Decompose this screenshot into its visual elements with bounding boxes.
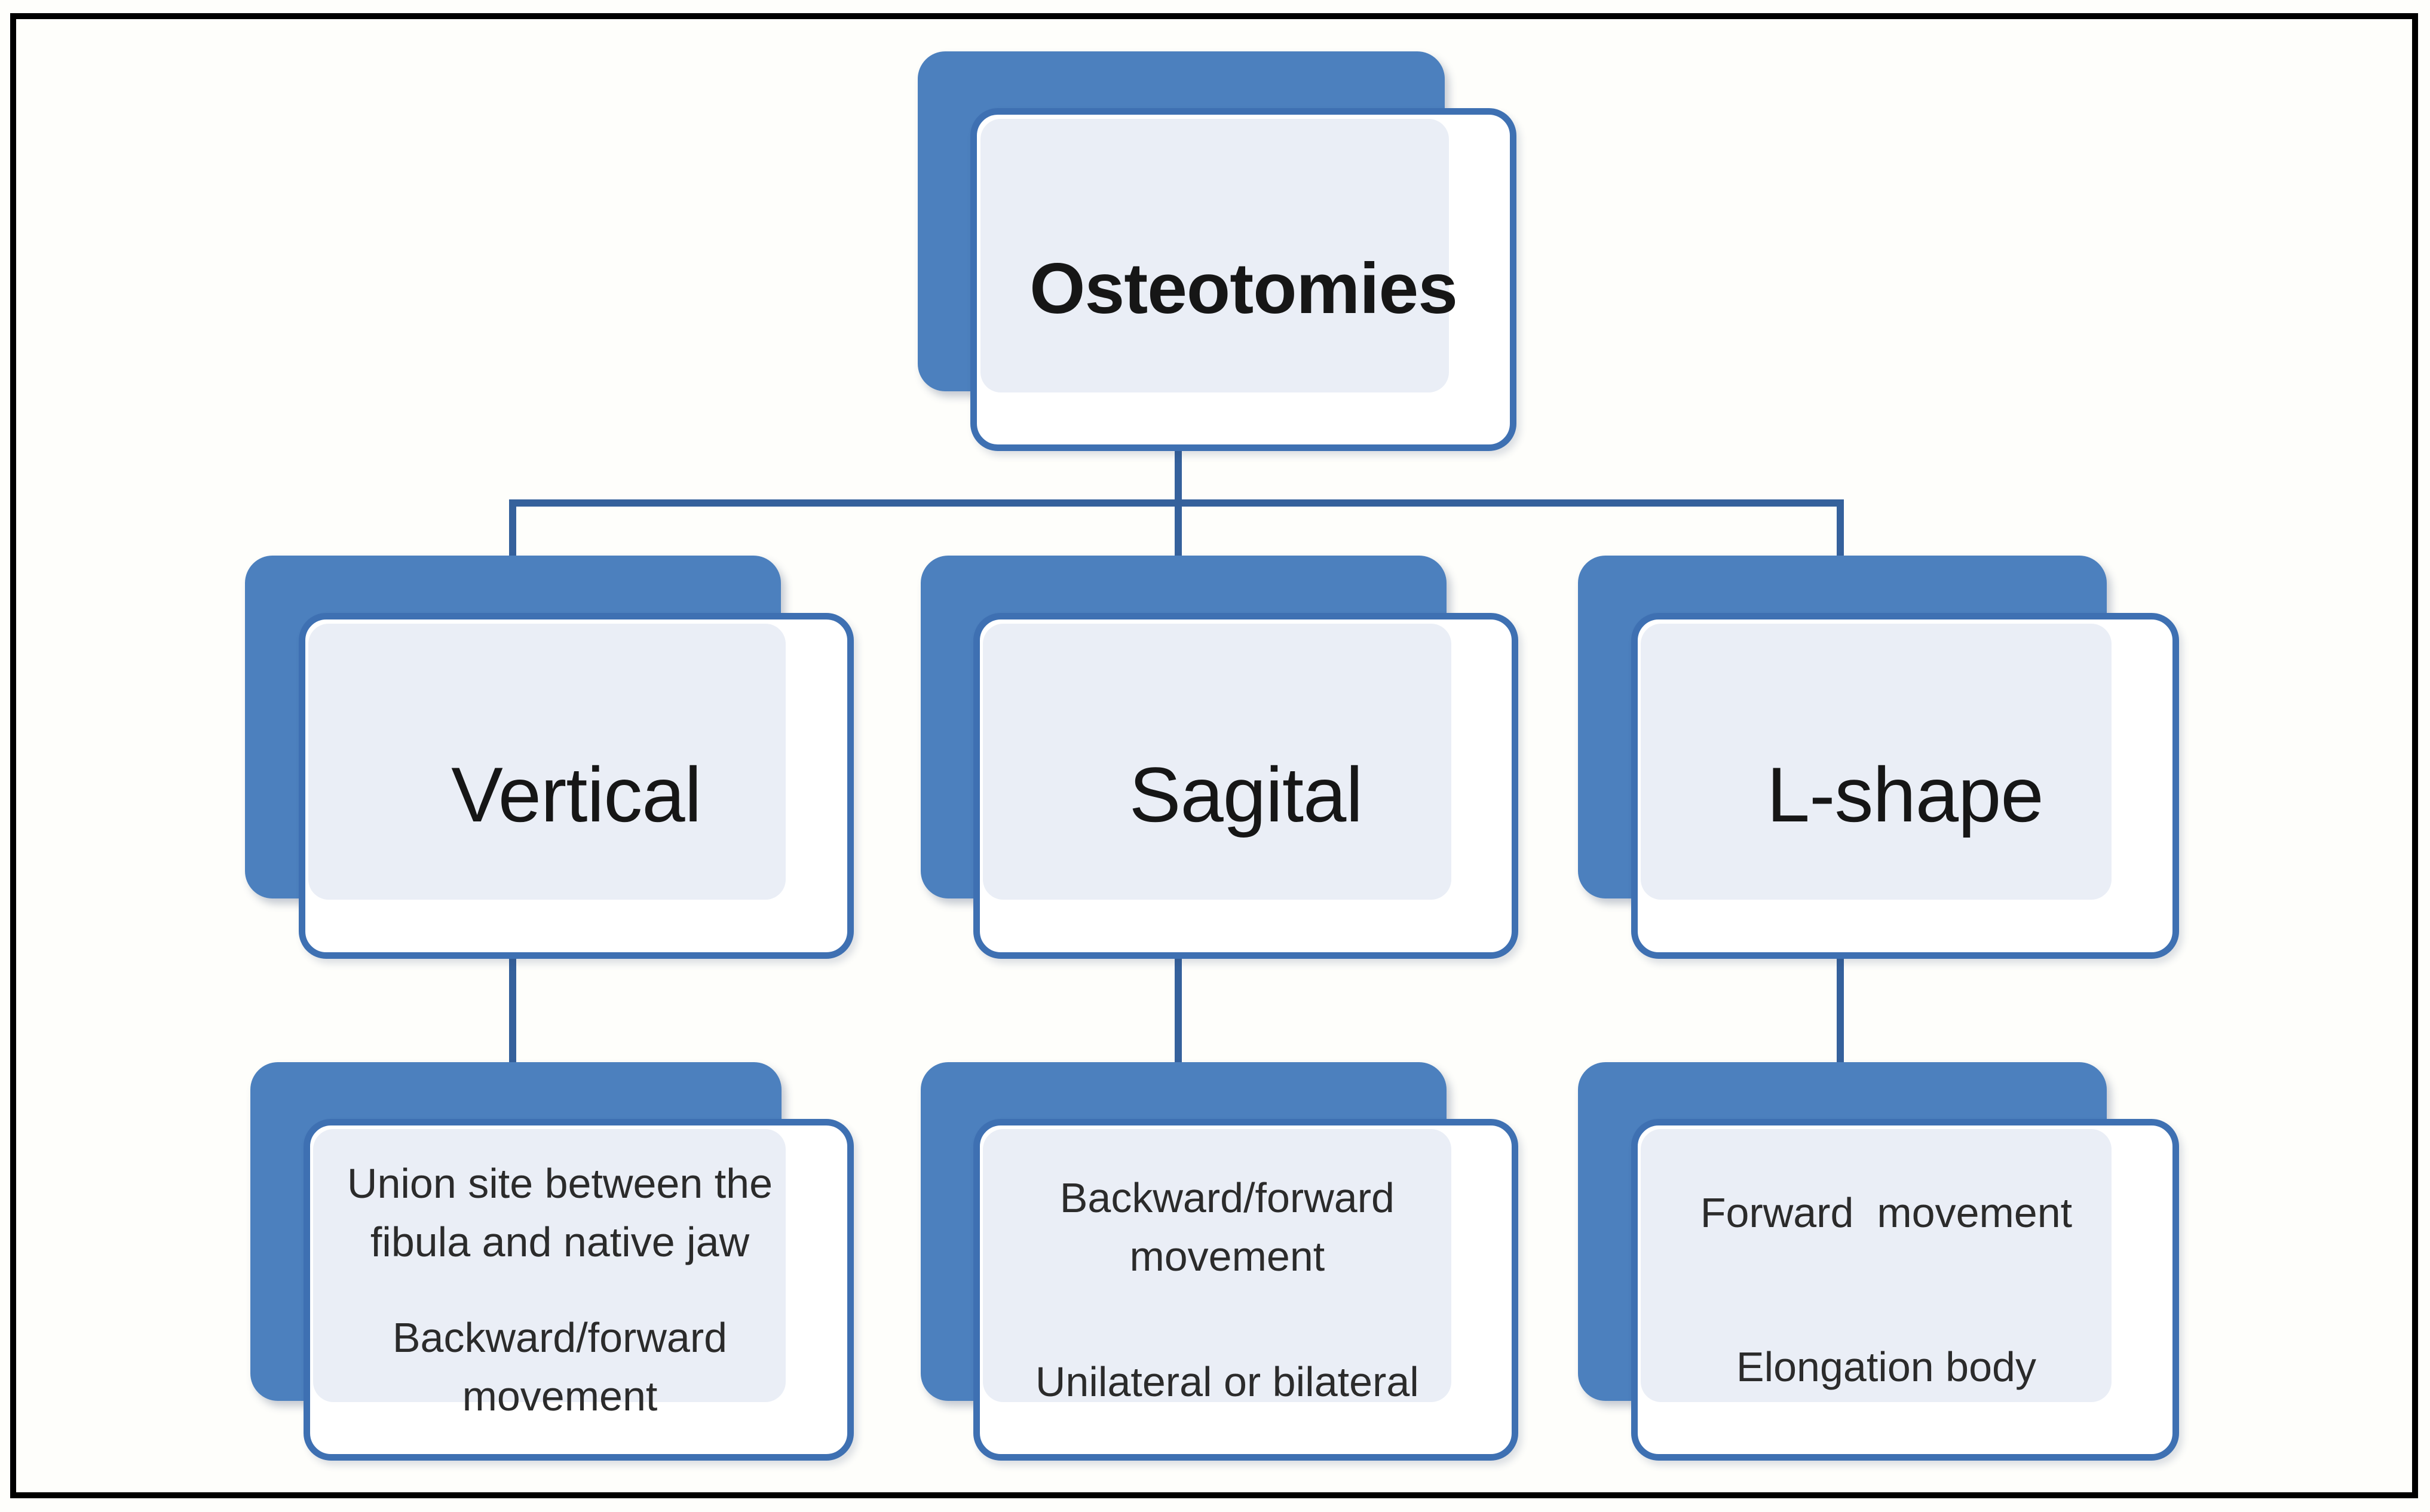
node-osteotomies: Osteotomies [918,51,1516,451]
connector-drop-sagital [1175,505,1182,559]
node-description: Forward movement Elongation body [1653,1135,2119,1444]
connector-stub-sagital-desc [1175,956,1182,1065]
figure-border-frame [10,13,2418,1498]
connector-horizontal-bar [509,499,1844,507]
node-sagital: Sagital [921,556,1518,959]
node-panel [983,1129,1451,1403]
node-title: Sagital [1129,751,1363,839]
node-panel [313,1129,786,1403]
node-card: Osteotomies [970,108,1516,451]
description-line: Union site between the fibula and native… [347,1160,785,1265]
connector-stub-vertical-desc [509,956,516,1065]
description-line: Elongation body [1736,1344,2036,1391]
connector-stub-lshape-desc [1837,956,1844,1065]
node-panel [1640,1129,2112,1403]
description-line: Unilateral or bilateral [1035,1358,1419,1405]
connector-root-stem [1175,447,1182,503]
node-card: Union site between the fibula and native… [303,1118,854,1461]
description-line: Forward movement [1700,1189,2073,1236]
node-title: Vertical [451,751,701,839]
node-vertical-description: Union site between the fibula and native… [250,1062,854,1461]
node-card: Forward movement Elongation body [1631,1118,2179,1461]
node-card: L-shape [1631,612,2179,959]
node-description: Backward/forward movement Unilateral or … [996,1135,1458,1444]
node-card: Vertical [298,612,854,959]
node-title: Osteotomies [1029,248,1458,329]
node-panel [1640,623,2112,900]
node-title: L-shape [1766,751,2044,839]
node-panel [980,118,1450,392]
description-line: Backward/forward movement [1059,1174,1406,1280]
node-description: Union site between the fibula and native… [326,1135,793,1444]
description-line: Backward/forward movement [392,1314,739,1420]
connector-drop-lshape [1837,505,1844,559]
node-card: Backward/forward movement Unilateral or … [973,1118,1518,1461]
node-card: Sagital [973,612,1518,959]
node-sagital-description: Backward/forward movement Unilateral or … [921,1062,1518,1461]
node-vertical: Vertical [245,556,854,959]
node-lshape: L-shape [1578,556,2179,959]
node-lshape-description: Forward movement Elongation body [1578,1062,2179,1461]
connector-drop-vertical [509,505,516,559]
node-panel [983,623,1451,900]
node-panel [308,623,786,900]
